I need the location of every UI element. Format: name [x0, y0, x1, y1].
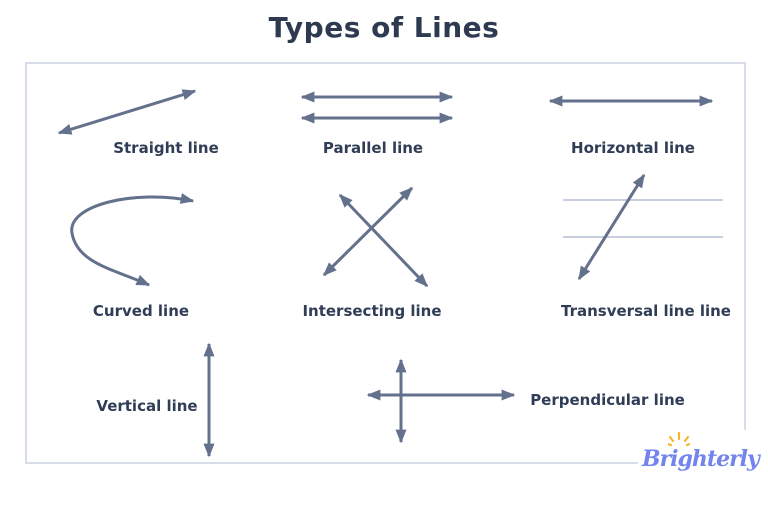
vertical-line-arrow-icon	[203, 342, 215, 458]
intersecting-lines-arrow-icon	[322, 186, 429, 288]
page-title: Types of Lines	[268, 11, 500, 44]
curved-line-label: Curved line	[92, 302, 190, 320]
horizontal-line-label: Horizontal line	[571, 139, 695, 157]
parallel-lines-arrow-icon	[300, 91, 454, 124]
transversal-line-label: Transversal line line	[561, 302, 731, 320]
vertical-line-label: Vertical line	[96, 397, 198, 415]
straight-line-label: Straight line	[113, 139, 219, 157]
brighterly-logo: Brighterly	[638, 430, 768, 490]
perpendicular-line-label: Perpendicular line	[530, 391, 685, 409]
transversal-line-arrow-icon	[563, 173, 723, 281]
logo-sunburst-icon	[668, 432, 690, 447]
logo-text: Brighterly	[642, 446, 760, 472]
straight-line-arrow-icon	[57, 89, 197, 135]
perpendicular-lines-arrow-icon	[366, 358, 516, 444]
intersecting-line-label: Intersecting line	[302, 302, 442, 320]
horizontal-line-arrow-icon	[548, 95, 714, 107]
parallel-line-label: Parallel line	[322, 139, 424, 157]
curved-line-arrow-icon	[70, 193, 195, 287]
